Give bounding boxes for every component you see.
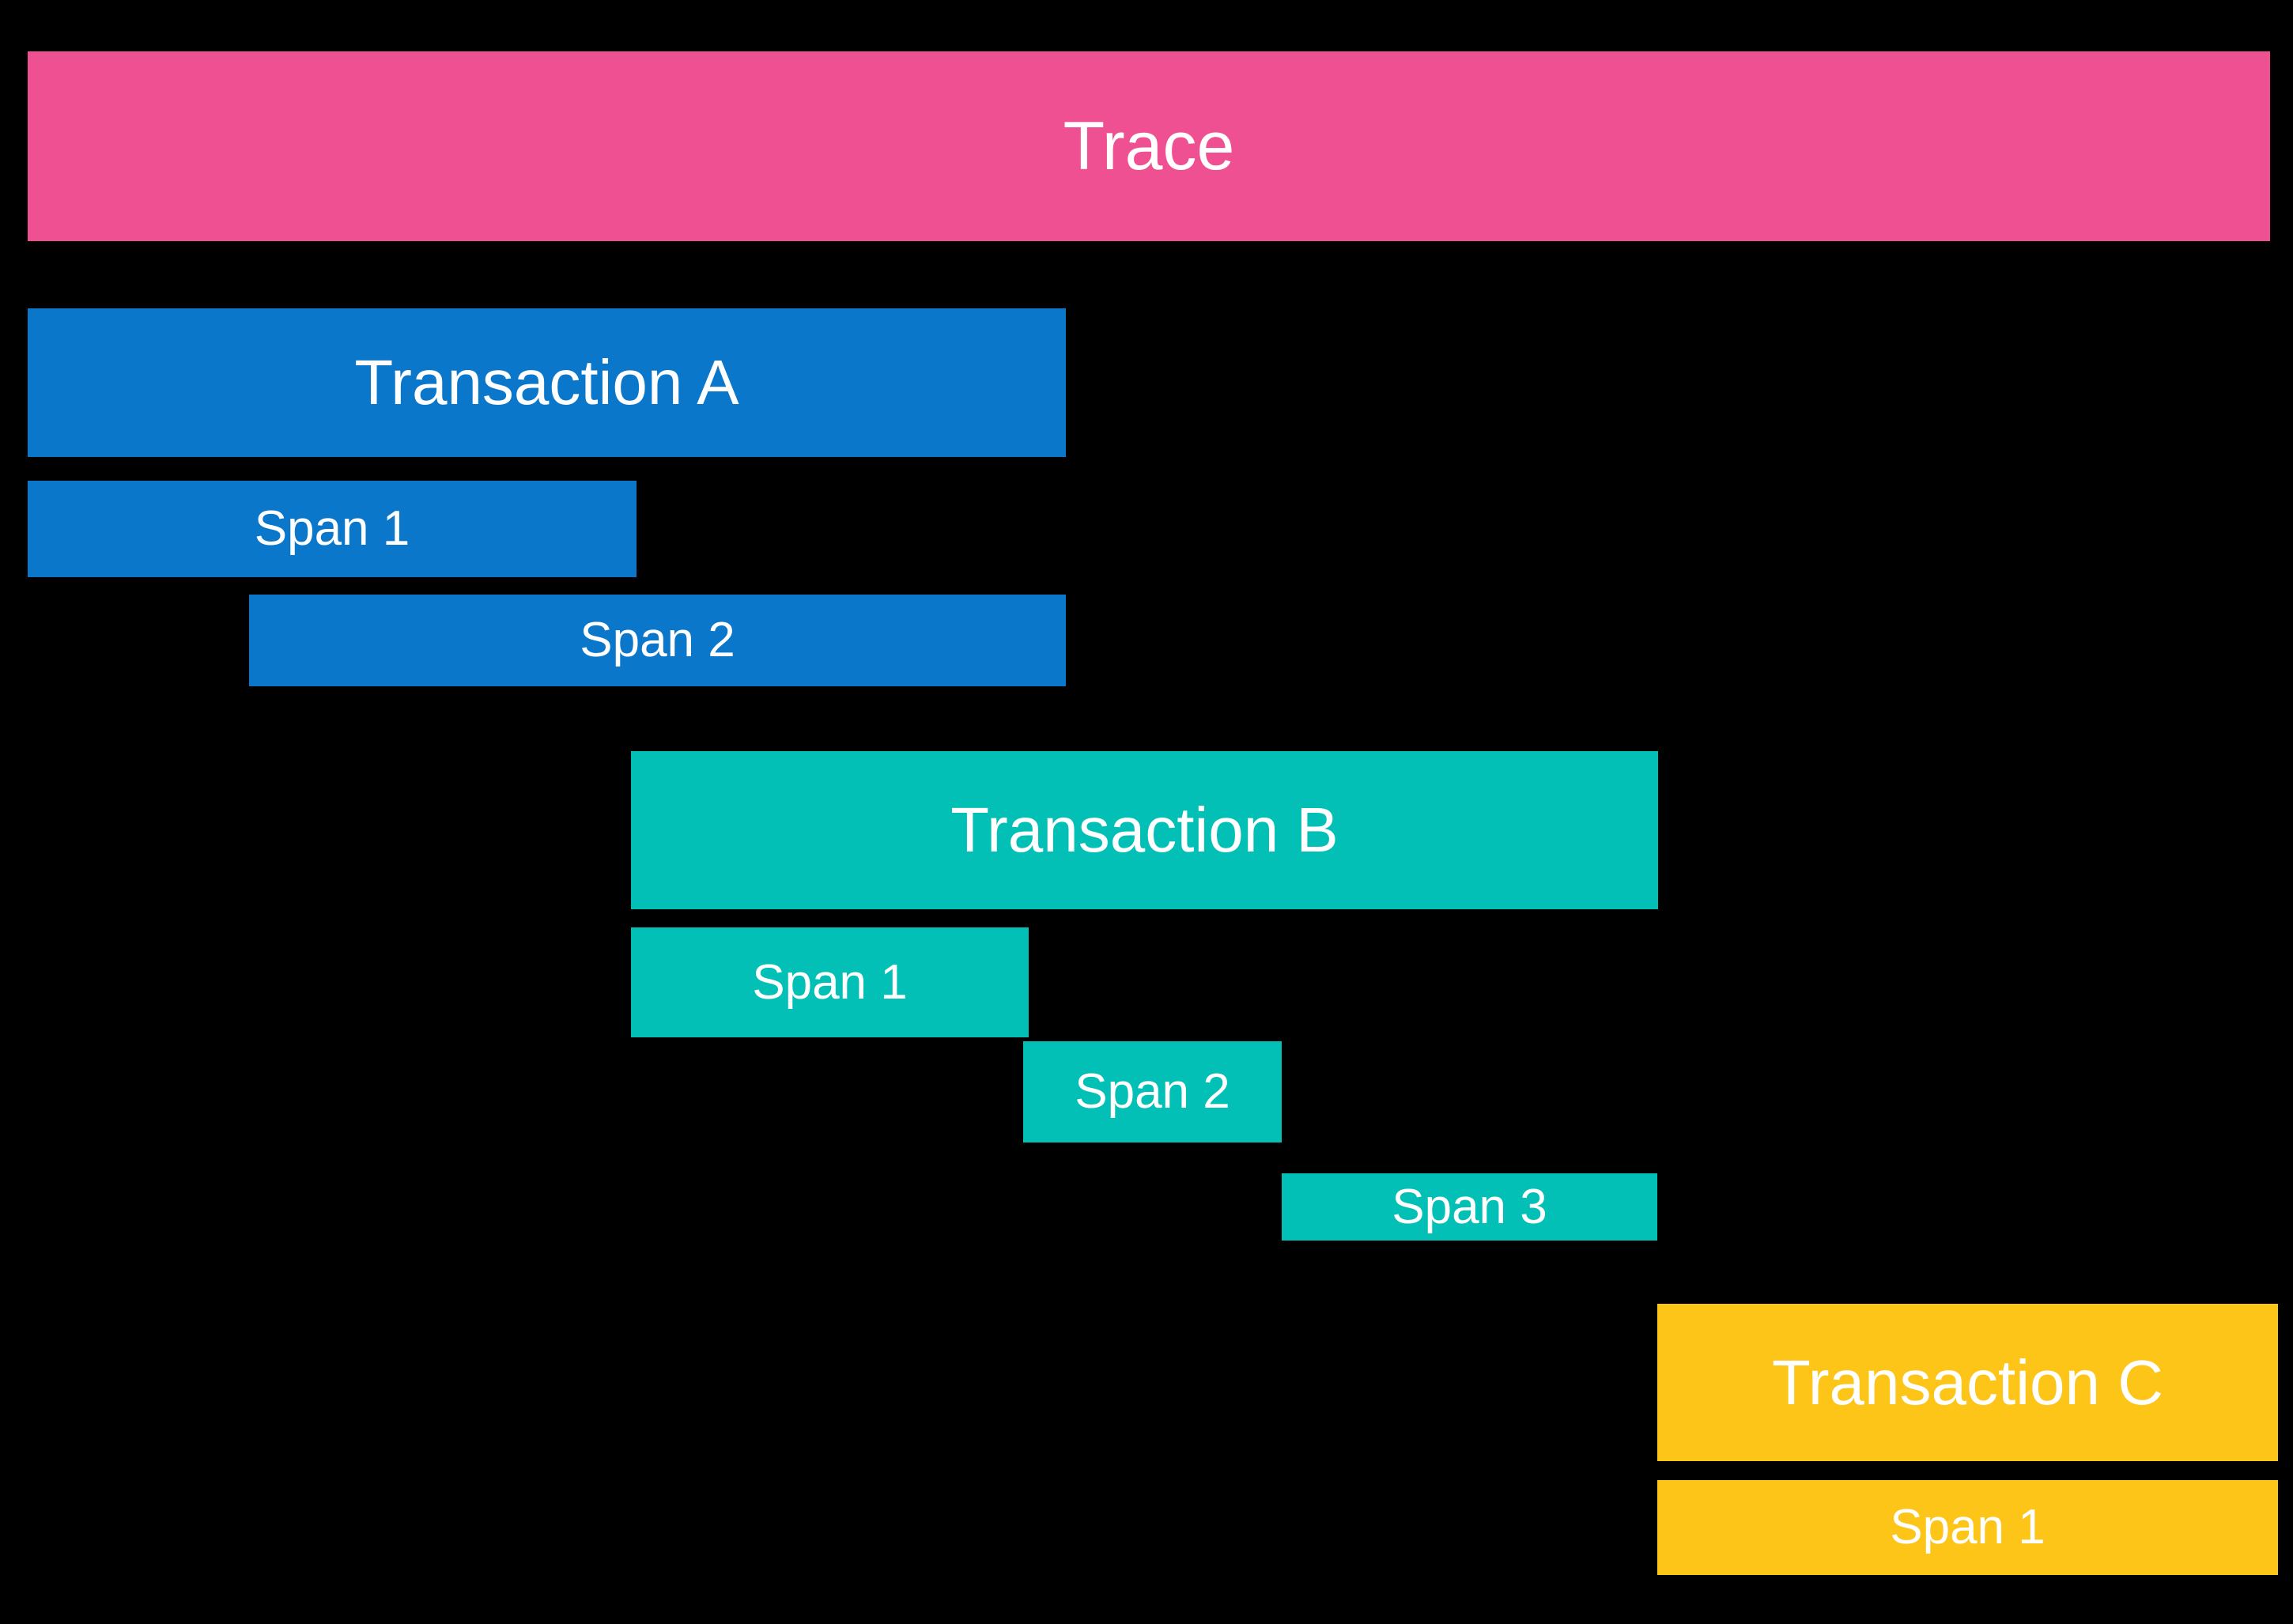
transaction-c-label: Transaction C <box>1772 1346 2163 1418</box>
transaction-a-bar[interactable]: Transaction A <box>28 308 1066 457</box>
transaction-c-span-1-bar[interactable]: Span 1 <box>1657 1480 2278 1575</box>
transaction-c-bar[interactable]: Transaction C <box>1657 1304 2278 1461</box>
transaction-a-span-2-bar[interactable]: Span 2 <box>249 595 1066 686</box>
trace-bar[interactable]: Trace <box>28 51 2270 241</box>
transaction-b-span-3-label: Span 3 <box>1392 1179 1547 1234</box>
transaction-a-label: Transaction A <box>354 347 739 417</box>
trace-label: Trace <box>1063 108 1235 184</box>
transaction-a-span-1-label: Span 1 <box>254 501 410 556</box>
transaction-a-span-1-bar[interactable]: Span 1 <box>28 481 637 577</box>
transaction-b-span-1-bar[interactable]: Span 1 <box>631 927 1029 1037</box>
transaction-b-span-3-bar[interactable]: Span 3 <box>1282 1173 1657 1241</box>
transaction-b-span-2-bar[interactable]: Span 2 <box>1023 1041 1282 1142</box>
transaction-c-span-1-label: Span 1 <box>1890 1500 2046 1554</box>
transaction-b-label: Transaction B <box>950 795 1339 865</box>
transaction-b-span-2-label: Span 2 <box>1075 1064 1230 1119</box>
transaction-a-span-2-label: Span 2 <box>580 613 735 667</box>
transaction-b-bar[interactable]: Transaction B <box>631 751 1658 909</box>
transaction-b-span-1-label: Span 1 <box>752 954 908 1010</box>
